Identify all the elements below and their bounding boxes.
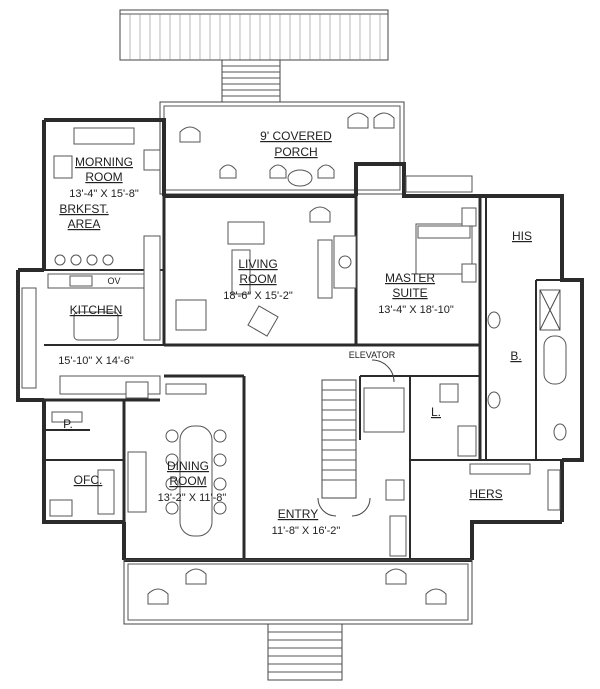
his-closet-title: HIS [512,229,532,243]
morning-room-dims: 13'-4" X 15'-8" [69,188,139,200]
porch-back-title-2: PORCH [274,145,317,159]
master-suite-title-2: SUITE [392,286,427,300]
pantry-shelf [51,411,83,423]
master-suite-title-1: MASTER [385,271,435,285]
entry-details [317,497,407,557]
entry-dims: 11'-8" X 16'-2" [272,525,341,537]
kitchen-title: KITCHEN [70,303,123,317]
master-suite-dims: 13'-4" X 18'-10" [378,304,454,316]
master-bath-fixtures [487,289,567,441]
hers-closet-fixtures [469,463,561,511]
elevator-label: ELEVATOR [349,350,396,360]
living-room-dims: 18'-6" X 15'-2" [223,290,293,302]
dining-room-dims: 13'-2" X 11'-8" [158,492,227,504]
laundry-title: L. [431,405,441,419]
dining-room-title-2: ROOM [169,474,206,488]
elevator-shaft [363,359,405,433]
hers-closet-title: HERS [469,487,502,501]
office-furniture [49,469,115,517]
front-porch [123,559,473,681]
morning-room-title-1: MORNING [75,155,133,169]
pantry-title: P. [63,417,73,431]
office-title: OFC. [74,473,103,487]
back-deck [119,9,389,103]
laundry-fixtures [385,383,477,501]
living-room-furniture [175,206,357,337]
oven-mark: OV [107,276,120,286]
dining-room-title-1: DINING [167,459,209,473]
interior-walls [44,196,562,560]
breakfast-area-title-1: BRKFST. [59,202,108,216]
morning-room-furniture [53,127,161,266]
master-suite-furniture [405,175,477,283]
entry-title: ENTRY [278,507,318,521]
living-room-title-1: LIVING [238,257,277,271]
kitchen-dims: 15'-10" X 14'-6" [58,355,134,367]
breakfast-area-title-2: AREA [68,217,101,231]
covered-back-porch [159,101,405,195]
morning-room-title-2: ROOM [85,170,122,184]
master-bath-title: B. [510,349,521,363]
stairs [321,379,357,499]
kitchen-cabinetry [21,235,161,395]
dining-room-furniture [125,381,227,537]
porch-back-title-1: 9' COVERED [260,129,332,143]
living-room-title-2: ROOM [239,272,276,286]
